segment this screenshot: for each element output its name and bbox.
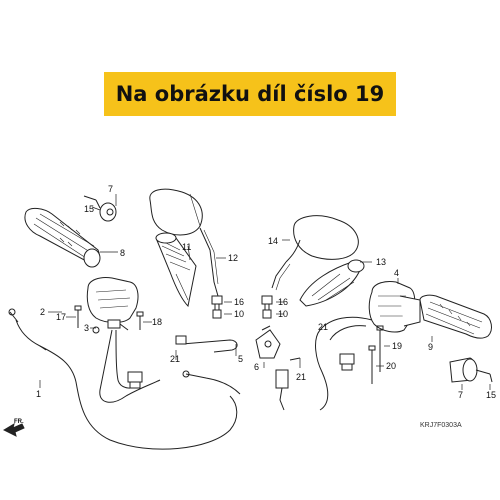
- callout-21-left: 21: [170, 354, 180, 364]
- callout-15-top: 15: [84, 204, 94, 214]
- callout-17: 17: [56, 312, 66, 322]
- left-grip: [24, 207, 101, 268]
- callout-16-left: 16: [234, 297, 244, 307]
- callout-13: 13: [376, 257, 386, 267]
- callout-2: 2: [40, 307, 45, 317]
- callout-12: 12: [228, 253, 238, 263]
- callout-4: 4: [394, 268, 399, 278]
- callout-15-right: 15: [486, 390, 496, 400]
- callout-9: 9: [428, 342, 433, 352]
- screws-left: [74, 305, 144, 334]
- callout-14: 14: [268, 236, 278, 246]
- wiring-harness-left: [99, 329, 161, 403]
- cable-main: [8, 308, 238, 450]
- mirror-boot-right: [299, 259, 365, 307]
- leader-lines: [39, 194, 491, 390]
- callout-19: 19: [392, 341, 402, 351]
- throttle-grip: [419, 294, 492, 339]
- callout-16-right: 16: [278, 297, 288, 307]
- callout-18: 18: [152, 317, 162, 327]
- mirror-boot: [155, 232, 197, 308]
- callout-7-right: 7: [458, 390, 463, 400]
- callout-6: 6: [254, 362, 259, 372]
- mirror-nut-right: [261, 295, 273, 319]
- callout-3: 3: [84, 323, 89, 333]
- callout-7-top: 7: [108, 184, 113, 194]
- right-switch-housing: [368, 281, 421, 333]
- bar-end-weight-right: [449, 357, 493, 383]
- left-switch-housing: [86, 277, 139, 331]
- mirror-nut-left: [211, 295, 223, 319]
- callout-20: 20: [386, 361, 396, 371]
- callout-5: 5: [238, 354, 243, 364]
- front-label: FR.: [14, 419, 24, 425]
- callout-8: 8: [120, 248, 125, 258]
- bar-end-weight-top: [83, 195, 117, 222]
- mount-bracket: [255, 325, 281, 359]
- diagram-code: KRJ7F0303A: [420, 422, 462, 429]
- callout-1: 1: [36, 389, 41, 399]
- callout-11: 11: [182, 242, 191, 252]
- callout-21-mid: 21: [318, 322, 328, 332]
- right-mirror: [271, 215, 359, 291]
- wiring-harness-right: [275, 316, 373, 411]
- title-banner: Na obrázku díl číslo 19: [104, 72, 396, 116]
- callout-labels: 7 15 8 11 12 16 10 2 17 3 18 21 5 1 6 16…: [14, 184, 496, 429]
- callout-10-left: 10: [234, 309, 244, 319]
- bolts-right: [368, 325, 384, 384]
- callout-10-right: 10: [278, 309, 288, 319]
- front-arrow: [2, 422, 25, 437]
- callout-21-right: 21: [296, 372, 306, 382]
- cable-bracket: [175, 335, 241, 395]
- left-mirror: [149, 188, 219, 297]
